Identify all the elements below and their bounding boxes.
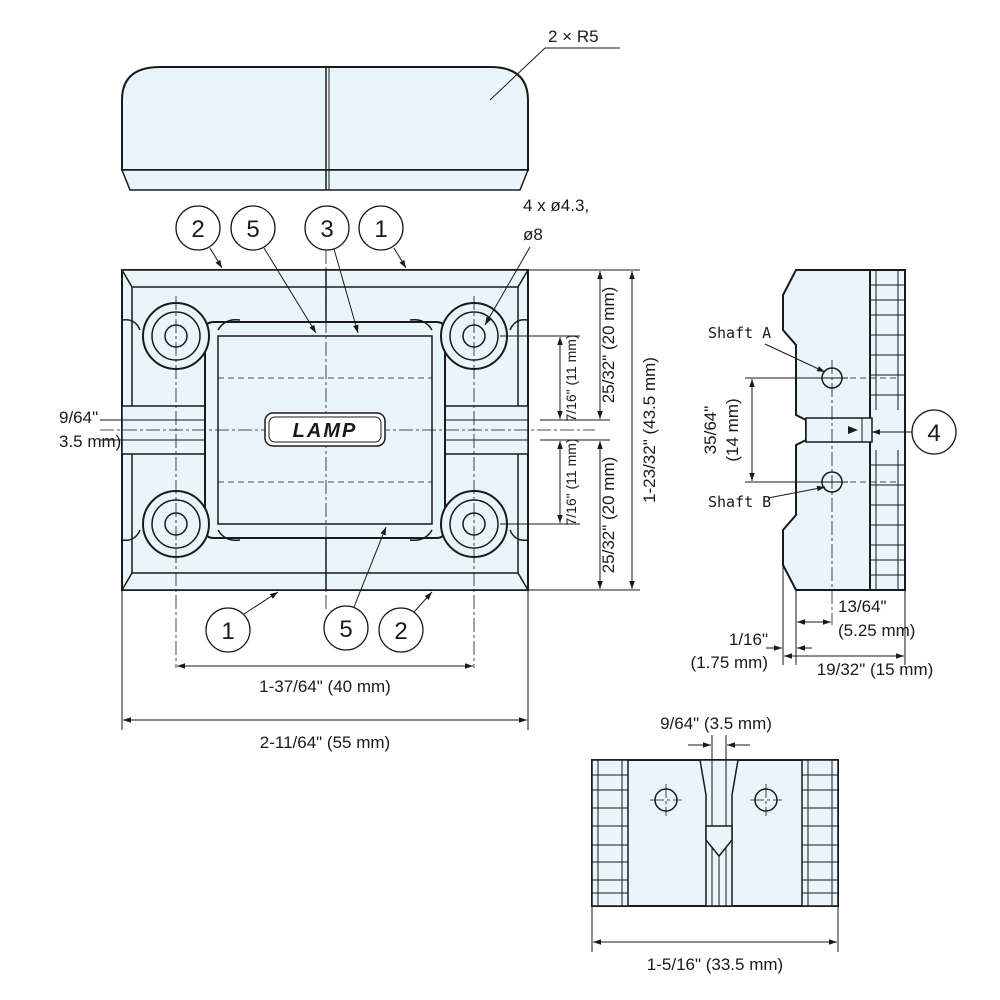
svg-text:2-11/64" (55 mm): 2-11/64" (55 mm) [260,733,390,752]
callout-top-2: 2 [175,205,223,269]
mounting-hole-bottom-left [142,490,210,558]
svg-text:2: 2 [191,216,204,243]
lip-mm: (1.75 mm) [691,653,768,672]
holes-note-line2: ø8 [523,225,543,244]
svg-text:5: 5 [339,616,352,643]
callout-bottom-5: 5 [323,526,387,651]
front-view: LAMP [100,250,595,668]
bottom-view [591,759,839,907]
shaft-spacing-in: 35/64" [701,406,720,455]
bottom-width-dimension: 1-5/16" (33.5 mm) [591,906,839,974]
svg-text:9/64" (3.5 mm): 9/64" (3.5 mm) [660,714,772,733]
lower-20-dimension: 25/32" (20 mm) [599,457,618,574]
overall-width-dimension: 2-11/64" (55 mm) [121,590,529,752]
top-view: 2 × R5 [120,27,620,191]
lip-in: 1/16" [729,630,768,649]
logo-text: LAMP [293,420,358,442]
lamp-logo: LAMP [264,412,386,447]
callout-bottom-2: 2 [378,591,433,653]
shaft-a-label: Shaft A [708,324,771,342]
shaft-b-label: Shaft B [708,493,771,511]
mounting-hole-bottom-right [440,490,508,558]
radius-note: 2 × R5 [548,27,599,46]
svg-text:1: 1 [221,618,234,645]
upper-20-dimension: 25/32" (20 mm) [599,287,618,404]
overall-height-dimension: 1-23/32" (43.5 mm) [640,357,659,503]
lower-11-dimension: 7/16" (11 mm) [563,438,579,525]
svg-text:3: 3 [320,216,333,243]
gap-dimension-in: 9/64" [59,408,98,427]
bottom-gap-dimension: 9/64" (3.5 mm) [660,714,772,795]
svg-text:1: 1 [374,216,387,243]
depth-dimension: 19/32" (15 mm) [817,660,934,679]
vertical-dimensions: 7/16" (11 mm) 7/16" (11 mm) 25/32" (20 m… [500,269,659,591]
svg-text:1-5/16" (33.5 mm): 1-5/16" (33.5 mm) [647,955,783,974]
side-view [782,269,906,625]
shaft-spacing-dimension: 35/64" (14 mm) [701,377,822,483]
side-horizontal-dimensions: 13/64" (5.25 mm) 1/16" (1.75 mm) 19/32" … [691,565,934,679]
shaft-offset-in: 13/64" [838,597,887,616]
shaft-spacing-mm: (14 mm) [723,398,742,461]
gap-dimension: 9/64" 3.5 mm) [59,408,122,451]
svg-text:2: 2 [394,618,407,645]
gap-dimension-mm: 3.5 mm) [59,432,121,451]
svg-text:4: 4 [927,420,940,447]
svg-text:5: 5 [246,216,259,243]
hole-spacing-dimension: 1-37/64" (40 mm) [177,663,473,696]
callout-top-1: 1 [358,205,407,269]
holes-note-line1: 4 x ø4.3, [523,196,589,215]
callout-top-5: 5 [230,205,317,334]
callout-side-4: 4 [872,409,957,455]
upper-11-dimension: 7/16" (11 mm) [563,334,579,421]
shaft-offset-mm: (5.25 mm) [838,621,915,640]
callout-bottom-1: 1 [205,591,279,653]
callout-top-3: 3 [304,205,359,334]
svg-text:1-37/64" (40 mm): 1-37/64" (40 mm) [259,677,391,696]
